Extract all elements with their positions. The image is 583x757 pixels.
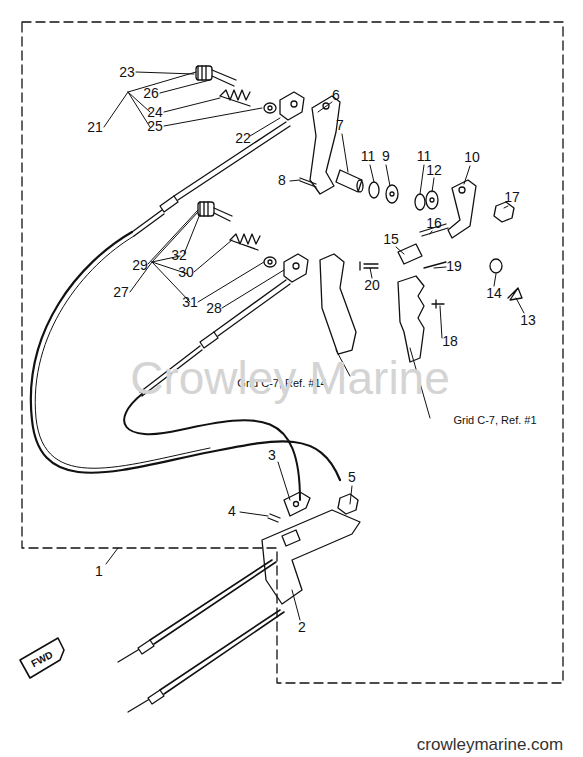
upper-cable-end [132, 66, 304, 236]
callout-number: 25 [147, 119, 163, 134]
lower-lever [320, 254, 356, 354]
callout-number: 28 [206, 301, 222, 316]
callout-number: 15 [383, 232, 399, 247]
shift-lever [300, 96, 522, 308]
callout-number: 17 [504, 190, 520, 205]
cable-end [118, 640, 154, 662]
callout-number: 8 [278, 173, 286, 188]
callout-number: 22 [235, 131, 251, 146]
callout-number: 27 [113, 285, 129, 300]
callout-number: 19 [446, 259, 462, 274]
callout-number: 6 [332, 88, 340, 103]
cable [124, 394, 300, 500]
fwd-arrow [20, 638, 64, 678]
callout-number: 2 [298, 620, 306, 635]
reference-note: Grid C-7, Ref. #1 [451, 414, 538, 426]
callout-number: 23 [119, 65, 135, 80]
callout-number: 7 [336, 118, 344, 133]
callout-number: 1 [95, 564, 103, 579]
callout-number: 14 [486, 286, 502, 301]
callout-number: 30 [178, 265, 194, 280]
callout-number: 10 [464, 150, 480, 165]
cable-bracket [262, 492, 360, 604]
callout-number: 18 [442, 334, 458, 349]
callout-number: 12 [426, 163, 442, 178]
callout-number: 21 [87, 120, 103, 135]
callout-number: 29 [132, 258, 148, 273]
shift-rod [398, 276, 424, 362]
callout-number: 5 [348, 470, 356, 485]
callout-number: 3 [268, 448, 276, 463]
callout-number: 20 [364, 278, 380, 293]
callout-number: 13 [520, 313, 536, 328]
kit-boundary [22, 22, 563, 683]
callout-number: 26 [143, 86, 159, 101]
cable [160, 610, 284, 694]
callout-number: 11 [361, 149, 376, 164]
callout-number: 9 [382, 149, 390, 164]
callout-number: 4 [228, 504, 236, 519]
callout-number: 16 [426, 216, 442, 231]
watermark: Crowley Marine [130, 353, 450, 404]
cable [150, 560, 276, 644]
cable-end [128, 690, 164, 712]
site-url: crowleymarine.com [417, 735, 563, 754]
callout-number: 32 [171, 248, 187, 263]
leader-lines [104, 72, 524, 620]
callout-number: 31 [182, 295, 198, 310]
